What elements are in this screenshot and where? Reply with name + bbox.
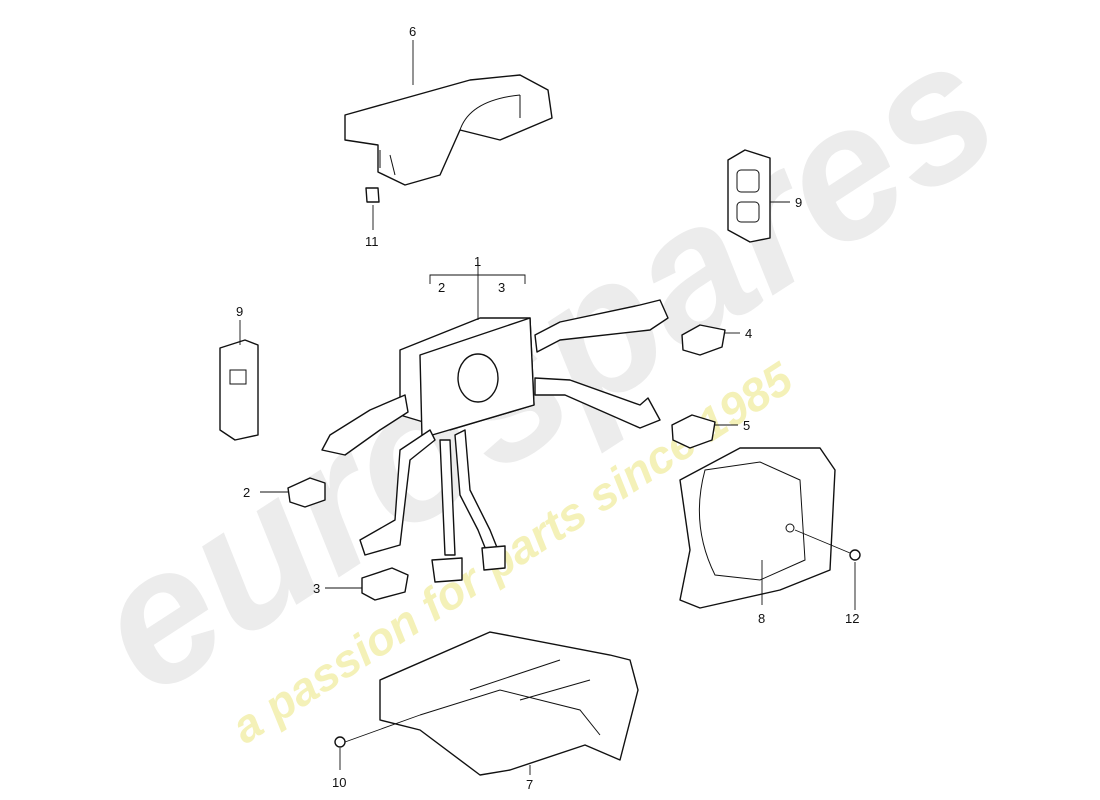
part-11-clip[interactable] (365, 187, 380, 203)
callout-1-sub-3: 3 (498, 280, 505, 295)
callout-4: 4 (745, 326, 752, 341)
leader-lines (239, 40, 856, 775)
callout-1: 1 (474, 254, 481, 269)
callout-9-left: 9 (236, 304, 243, 319)
part-6-upper-cover[interactable] (344, 74, 553, 186)
part-8-trim-panel[interactable] (679, 447, 836, 609)
callout-10: 10 (332, 775, 346, 790)
part-10-screw[interactable] (334, 736, 346, 748)
callout-8: 8 (758, 611, 765, 626)
callout-5: 5 (743, 418, 750, 433)
callout-6: 6 (409, 24, 416, 39)
part-12-screw[interactable] (849, 549, 861, 561)
part-7-lower-cover[interactable] (379, 631, 639, 776)
callout-12: 12 (845, 611, 859, 626)
callout-11: 11 (365, 234, 379, 249)
part-1-steering-column-switch[interactable] (321, 299, 669, 583)
part-9-left-panel[interactable] (219, 339, 259, 441)
callout-9-right: 9 (795, 195, 802, 210)
callout-labels: 6 11 9 1 2 3 9 4 5 2 3 8 12 10 7 (236, 24, 859, 792)
part-2-switch-button[interactable] (287, 477, 326, 508)
callout-3: 3 (313, 581, 320, 596)
part-9-right-panel[interactable] (727, 149, 771, 243)
part-3-switch-button[interactable] (361, 567, 409, 601)
part-5-switch-button[interactable] (671, 414, 716, 449)
callout-7: 7 (526, 777, 533, 792)
callout-2: 2 (243, 485, 250, 500)
callout-1-sub-2: 2 (438, 280, 445, 295)
part-4-switch-button[interactable] (681, 324, 726, 356)
